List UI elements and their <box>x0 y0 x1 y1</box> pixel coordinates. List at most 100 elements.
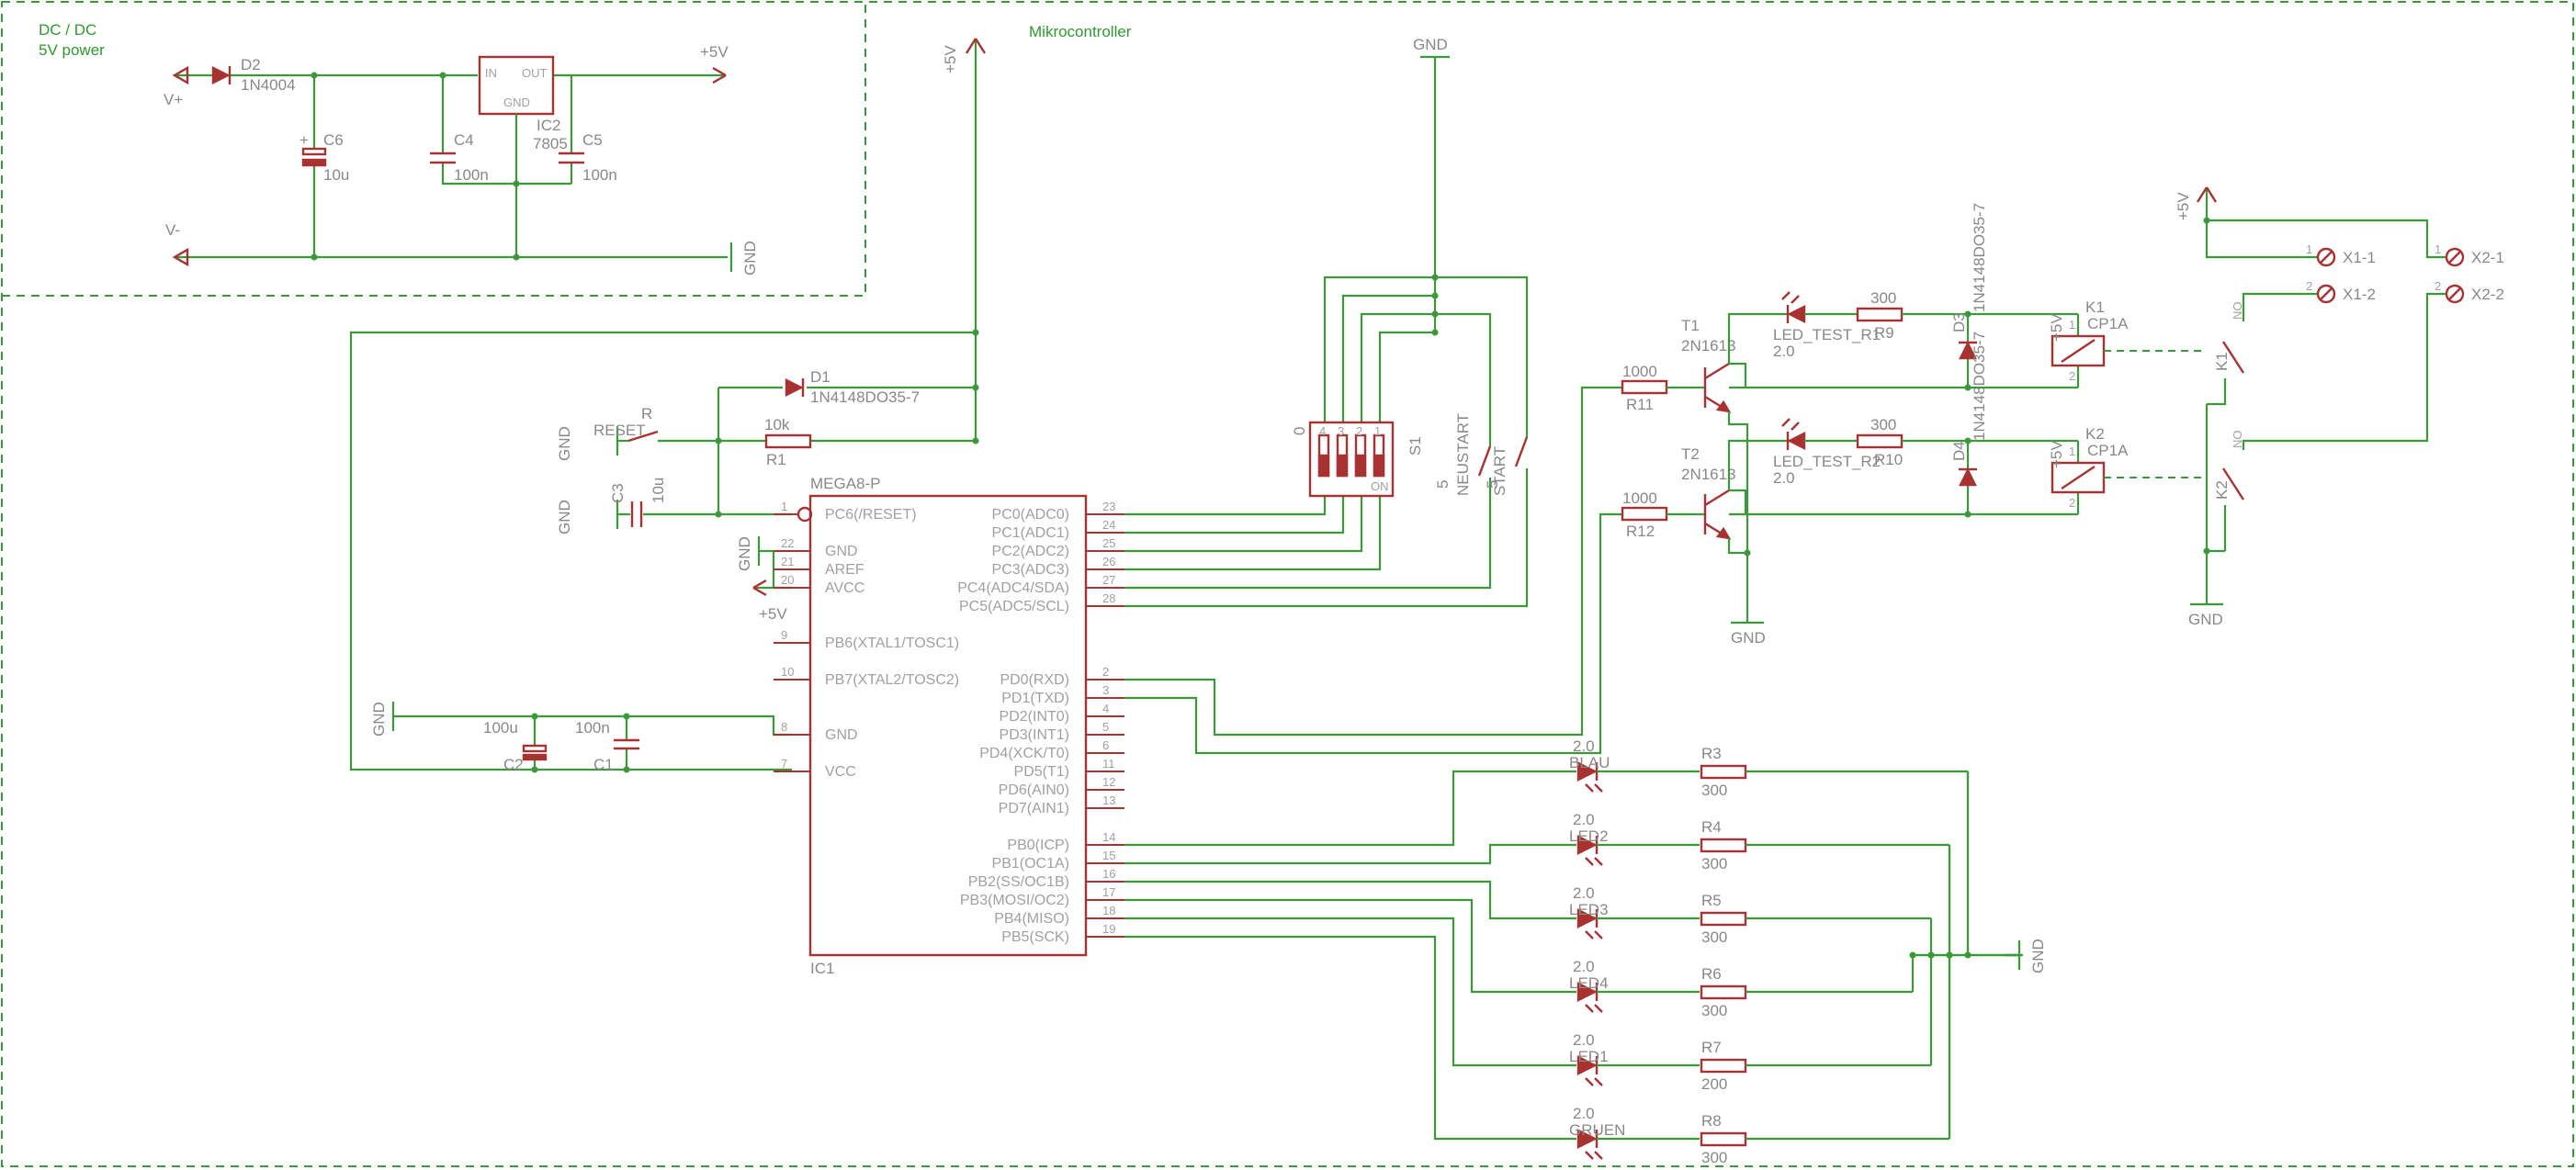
led-resistor-name: R5 <box>1701 892 1722 909</box>
reset-label: RESET <box>593 422 646 439</box>
ic1-left-pin-num: 9 <box>781 628 787 642</box>
power-gnd-label: GND <box>741 241 759 276</box>
ic1-right-pin-name: PC1(ADC1) <box>992 525 1069 541</box>
dip-switch-s1: GND 4 3 2 1 ON 0 S1 NEUSTART START 5 5 <box>1291 36 1529 498</box>
mcu-plus5v-label: +5V <box>942 45 959 73</box>
ic1-right-pin-name: PC3(ADC3) <box>992 562 1069 578</box>
dip-on-label: ON <box>1371 479 1389 493</box>
led-icon <box>1576 1129 1598 1149</box>
ic1-right-pin-num: 12 <box>1102 775 1115 789</box>
vminus-arrow-icon <box>172 247 189 267</box>
led-name: LED1 <box>1569 1048 1609 1065</box>
c4-value: 100n <box>454 166 489 184</box>
ic1-right-pin-num: 25 <box>1102 536 1115 550</box>
ic1-right-pin-name: PB0(ICP) <box>1007 838 1069 853</box>
r1-value: 10k <box>764 416 790 433</box>
led-name: LED4 <box>1569 974 1609 992</box>
k2-coil-name: K2 <box>2085 425 2105 443</box>
c6-polarity: + <box>299 131 309 149</box>
k2-plus5v: +5V <box>2048 440 2065 468</box>
d3-name: D3 <box>1950 312 1968 332</box>
ic2-gnd: GND <box>503 96 530 109</box>
ic1-left-pin-num: 20 <box>781 573 794 587</box>
k2-no-label: NO <box>2231 431 2244 449</box>
ic1-left-pin-name: AVCC <box>825 580 864 596</box>
k1-plus5v: +5V <box>2048 313 2065 342</box>
ic1-right-pin-num: 26 <box>1102 555 1115 568</box>
ic1-right-pin-num: 4 <box>1102 702 1109 715</box>
regulator-ic2: IN OUT GND IC2 7805 <box>478 55 568 257</box>
led-test-r1-val: 2.0 <box>1773 343 1795 360</box>
dip-num-1: 4 <box>1319 424 1326 438</box>
resistor-r11 <box>1621 379 1668 395</box>
r10-name: R10 <box>1874 451 1903 468</box>
output-plus5v-arrow-icon <box>2196 186 2218 203</box>
dip-num-4: 1 <box>1374 424 1381 438</box>
avcc-arrow-icon <box>752 579 767 597</box>
capacitor-c3: GND C3 10u <box>556 478 792 534</box>
c5-name: C5 <box>582 131 603 149</box>
led-resistor <box>1700 911 1747 927</box>
led-icon <box>1576 835 1598 855</box>
led-voltage: 2.0 <box>1573 811 1595 828</box>
k2-coil-type: CP1A <box>2087 442 2129 459</box>
ic2-in: IN <box>485 66 497 80</box>
led-resistor-name: R4 <box>1701 818 1722 836</box>
ic1-right-pin-name: PC2(ADC2) <box>992 544 1069 559</box>
avcc-plus5v-label: +5V <box>759 605 787 623</box>
k2-coil-p1: 1 <box>2069 444 2075 458</box>
led-voltage: 2.0 <box>1573 958 1595 975</box>
r9-name: R9 <box>1874 324 1894 342</box>
k1-coil-p1: 1 <box>2069 318 2075 332</box>
ic1-right-pin-name: PB5(SCK) <box>1001 929 1069 945</box>
led-icon <box>1576 761 1598 782</box>
d2-value: 1N4004 <box>241 76 296 94</box>
led-test-r2: LED_TEST_R2 2.0 <box>1773 418 1881 487</box>
c1-name: C1 <box>593 756 614 773</box>
x1-2-label: X1-2 <box>2343 286 2376 303</box>
ic1-right-pin-name: PD6(AIN0) <box>999 782 1069 798</box>
ic2-value: 7805 <box>533 135 568 152</box>
diode-d4: D4 1N4148DO35-7 <box>1950 332 1988 514</box>
power-supply: V+ +5V D2 1N4004 V- GND + C6 10u <box>164 43 759 276</box>
ic1-right-pin-name: PD5(T1) <box>1014 764 1069 780</box>
resistor-r1 <box>764 433 812 449</box>
output-contacts: +5V X1-1 1 X1-2 2 X2-1 1 X2-2 2 NO K1 NO… <box>2175 186 2504 628</box>
x1-2-pin: 2 <box>2306 279 2312 293</box>
k2-contact-label: K2 <box>2213 480 2231 500</box>
k1-coil-type: CP1A <box>2087 315 2129 332</box>
ic1-left-pin-num: 10 <box>781 665 794 679</box>
led-resistor-name: R6 <box>1701 965 1722 983</box>
ic1-right-pin-name: PC0(ADC0) <box>992 507 1069 523</box>
ic1-right-pin-num: 17 <box>1102 885 1115 899</box>
reset-r-label: R <box>641 405 652 422</box>
d3-value: 1N4148DO35-7 <box>1971 203 1988 312</box>
ic1-left-pin-name: VCC <box>825 764 856 780</box>
mcu-plus5v-arrow-icon <box>965 38 987 54</box>
ic2-out: OUT <box>522 66 548 80</box>
d2-name: D2 <box>241 56 261 73</box>
ic1-left-pin-num: 1 <box>781 500 787 513</box>
led-voltage: 2.0 <box>1573 1031 1595 1049</box>
t1-type: 2N1613 <box>1681 337 1736 354</box>
ic1-right-pin-name: PD0(RXD) <box>1000 672 1069 688</box>
ic1-right-pin-num: 16 <box>1102 867 1115 881</box>
transistor-t1: T1 2N1613 <box>1681 317 1736 413</box>
capacitor-c6: + C6 10u <box>299 75 349 257</box>
ic1-right-pin-name: PD2(INT0) <box>1000 709 1069 725</box>
led-test-r2-val: 2.0 <box>1773 469 1795 487</box>
power-frame <box>2 2 866 297</box>
led-resistor-value: 300 <box>1701 928 1727 946</box>
x2-1-pin: 1 <box>2435 242 2441 256</box>
relay-k2-coil: +5V K2 CP1A 1 2 <box>2048 425 2129 514</box>
led-name: BLAU <box>1569 754 1610 771</box>
led-resistor-name: R8 <box>1701 1112 1722 1130</box>
ic1-right-pin-num: 14 <box>1102 830 1115 844</box>
ic1-right-pin-num: 23 <box>1102 500 1115 513</box>
power-frame-title-2: 5V power <box>39 41 105 59</box>
start-label: START <box>1491 446 1508 496</box>
ic1-right-pin-name: PD4(XCK/T0) <box>979 746 1069 761</box>
